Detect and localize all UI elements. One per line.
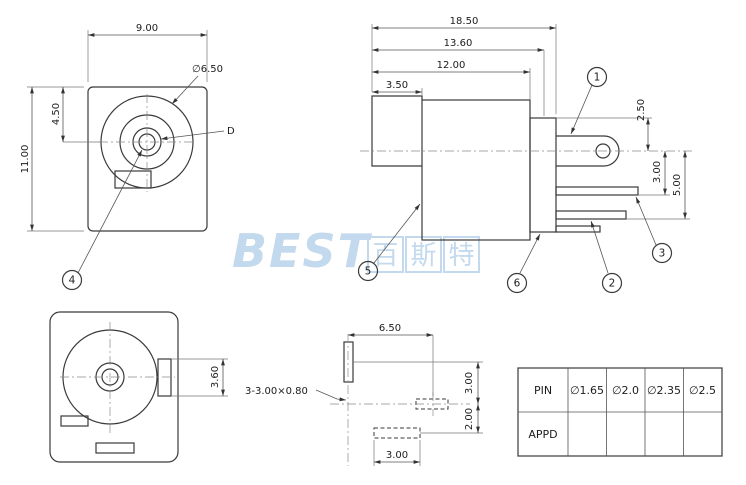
side-pin-middle — [555, 186, 639, 196]
balloon-3 — [651, 242, 673, 264]
watermark-char: 特 — [448, 241, 474, 271]
footprint-slotlen-dim: 3.00 — [386, 450, 408, 461]
balloon-6 — [506, 272, 528, 294]
watermark: BEST 百 斯 特 — [232, 224, 480, 278]
footprint-extension-lines — [353, 335, 483, 466]
front-height-dim: 11.00 — [20, 145, 31, 174]
bottom-centerlines — [60, 322, 175, 435]
footprint-pitch-dim: 6.50 — [379, 323, 401, 334]
side-h2-dim: 3.00 — [652, 161, 663, 183]
bottom-extension-lines — [171, 358, 228, 397]
footprint-centerlines — [330, 334, 470, 466]
side-len3-dim: 12.00 — [437, 60, 466, 71]
spec-table: PIN APPD ∅1.65 ∅2.0 ∅2.35 ∅2.5 — [517, 367, 723, 457]
balloon-5-number: 5 — [365, 266, 372, 278]
barrel-dia-label: ∅6.50 — [192, 64, 223, 75]
balloon-4-number: 4 — [69, 275, 76, 287]
footprint-slot-bottom — [373, 427, 421, 439]
bottom-slot-1 — [60, 415, 89, 427]
balloon-1 — [586, 66, 608, 88]
side-len2-dim: 13.60 — [444, 38, 473, 49]
side-barrel-outline — [371, 95, 423, 167]
side-h3-dim: 5.00 — [672, 174, 683, 196]
front-slot — [114, 170, 152, 189]
pin-d-leader — [160, 130, 225, 141]
spec-row1-label: PIN — [534, 384, 552, 397]
balloon-3-number: 3 — [659, 248, 666, 260]
side-h1-dim: 2.50 — [636, 99, 647, 121]
balloon-6-number: 6 — [514, 278, 521, 290]
watermark-char: 百 — [372, 241, 398, 271]
balloon-2-leader — [590, 220, 609, 274]
side-body-outline — [421, 99, 531, 241]
watermark-box — [405, 236, 442, 273]
footprint-note-leader — [315, 389, 347, 402]
balloon-6-leader — [519, 233, 541, 274]
balloon-2-number: 2 — [609, 278, 616, 290]
spec-value-4: ∅2.5 — [689, 384, 716, 397]
balloon-2 — [601, 272, 623, 294]
spec-value-1: ∅1.65 — [570, 384, 604, 397]
watermark-box — [367, 236, 404, 273]
spec-value-2: ∅2.0 — [612, 384, 639, 397]
watermark-char: 斯 — [410, 241, 436, 271]
balloon-5 — [357, 260, 379, 282]
footprint-slot-top — [343, 341, 354, 383]
footprint-dim-b: 2.00 — [464, 408, 475, 430]
front-width-dim: 9.00 — [136, 23, 158, 34]
side-view: 18.50 13.60 12.00 3.50 2.50 3.00 5.00 1 … — [357, 16, 695, 294]
side-pin-stub — [555, 225, 601, 233]
side-backplate — [529, 117, 557, 233]
watermark-logo: BEST — [232, 224, 373, 278]
footprint-dim-a: 3.00 — [464, 372, 475, 394]
spec-row2-label: APPD — [528, 428, 557, 441]
balloon-4-leader — [77, 149, 143, 274]
bottom-notch-dim: 3.60 — [210, 366, 221, 388]
balloon-5-leader — [373, 203, 421, 264]
bottom-side-notch — [157, 358, 172, 397]
front-centerlines — [99, 94, 196, 192]
spec-value-3: ∅2.35 — [647, 384, 681, 397]
front-view: 9.00 11.00 4.50 ∅6.50 D 4 — [20, 23, 235, 291]
spec-table-grid — [518, 368, 722, 456]
watermark-box — [443, 236, 480, 273]
footprint-note: 3-3.00×0.80 — [245, 386, 308, 397]
front-extension-lines — [27, 30, 208, 232]
balloon-4 — [61, 269, 83, 291]
bottom-view: 3.60 — [49, 311, 228, 463]
balloon-3-leader — [635, 196, 657, 246]
side-total-dim: 18.50 — [450, 16, 479, 27]
bottom-slot-2 — [95, 442, 135, 454]
pin-d-label: D — [227, 126, 235, 137]
balloon-1-number: 1 — [594, 72, 601, 84]
footprint-view: 6.50 3-3.00×0.80 3.00 2.00 3.00 — [245, 323, 483, 466]
front-body-outline — [87, 86, 208, 232]
front-center-offset-dim: 4.50 — [51, 103, 62, 125]
bottom-body-outline — [49, 311, 179, 463]
side-len4-dim: 3.50 — [386, 80, 408, 91]
balloon-1-leader — [570, 84, 593, 135]
barrel-dia-leader — [171, 75, 199, 105]
side-pin-lower — [555, 210, 627, 220]
